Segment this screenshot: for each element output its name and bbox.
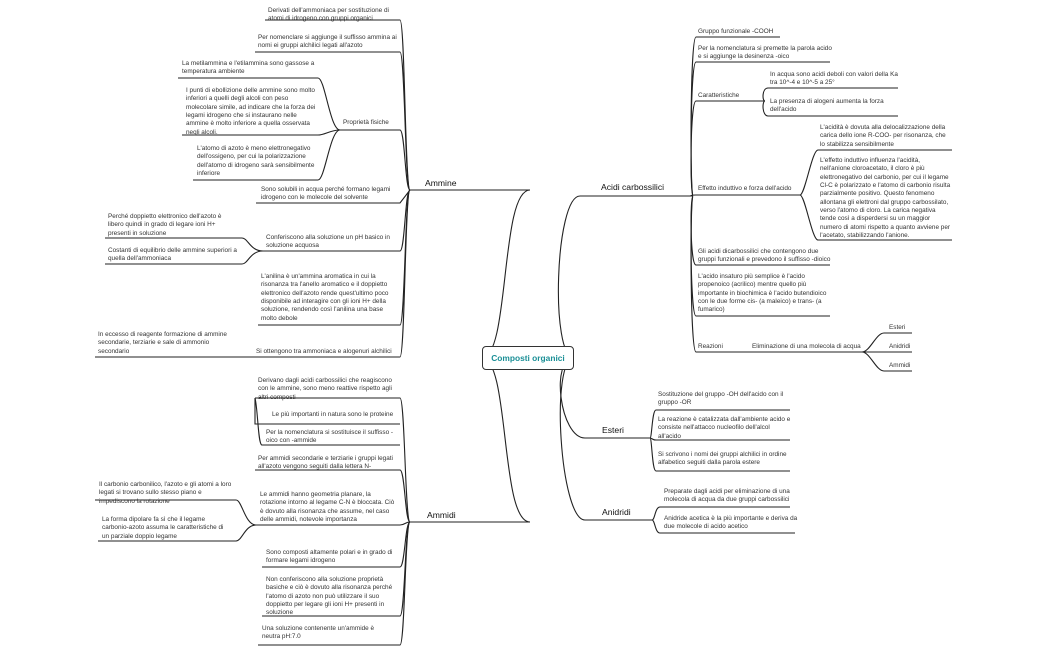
ammidi-node-non-basiche[interactable]: Non conferiscono alla soluzione propriet…	[266, 576, 393, 617]
acidi-node-caratteristiche[interactable]: Caratteristiche	[698, 92, 740, 99]
ammine-node-proprieta-fisiche[interactable]: Proprietà fisiche	[343, 119, 389, 126]
esteri-node-nomi[interactable]: Si scrivono i nomi dei gruppi alchilici …	[658, 451, 787, 467]
acidi-node-alogeni[interactable]: La presenza di alogeni aumenta la forza …	[770, 98, 884, 114]
anidridi-node-anidride-acetica[interactable]: Anidride acetica è la più importante e d…	[664, 515, 798, 531]
acidi-node-delocalizzazione[interactable]: L'acidità è dovuta alla delocalizzazione…	[820, 124, 946, 148]
branch-anidridi[interactable]: Anidridi	[602, 507, 631, 517]
acidi-node-acidi-deboli[interactable]: In acqua sono acidi deboli con valori de…	[770, 71, 898, 87]
ammine-node-punti-ebollizione[interactable]: I punti di ebollizione delle ammine sono…	[186, 87, 316, 136]
acidi-node-eliminazione[interactable]: Eliminazione di una molecola di acqua	[752, 343, 861, 350]
ammine-node-ph-basico[interactable]: Conferiscono alla soluzione un pH basico…	[266, 234, 390, 250]
ammidi-node-polari[interactable]: Sono composti altamente polari e in grad…	[266, 549, 393, 565]
acidi-node-insaturo[interactable]: L'acido insaturo più semplice è l'acido …	[698, 273, 827, 314]
esteri-node-sostituzione[interactable]: Sostituzione del gruppo -OH dell'acido c…	[658, 391, 784, 407]
ammine-node-doppietto[interactable]: Perché doppietto elettronico dell'azoto …	[108, 213, 222, 237]
ammine-node-si-ottengono[interactable]: Si ottengono tra ammoniaca e alogenuri a…	[256, 348, 392, 355]
ammidi-node-neutra[interactable]: Una soluzione contenente un'ammide è neu…	[262, 625, 375, 641]
branch-ammidi[interactable]: Ammidi	[427, 510, 456, 520]
branch-acidi-carbossilici[interactable]: Acidi carbossilici	[601, 182, 665, 192]
ammine-node-nomenclatura[interactable]: Per nomenclare si aggiunge il suffisso a…	[258, 34, 397, 50]
root-node[interactable]: Composti organici	[482, 346, 574, 370]
acidi-node-effetto-induttivo[interactable]: Effetto induttivo e forza dell'acido	[698, 185, 792, 192]
ammine-node-gassose[interactable]: La metilammina e l'etilammina sono gasso…	[182, 60, 315, 76]
ammine-node-solubili[interactable]: Sono solubili in acqua perché formano le…	[261, 186, 391, 202]
ammidi-node-forma-dipolare[interactable]: La forma dipolare fa sì che il legame ca…	[102, 516, 224, 540]
ammine-node-azoto-elettronegativo[interactable]: L'atomo di azoto è meno elettronegativo …	[197, 145, 315, 177]
ammidi-node-carbonio-carbonilico[interactable]: Il carbonio carbonilico, l'azoto e gli a…	[99, 481, 232, 505]
acidi-node-reazioni-esteri[interactable]: Esteri	[889, 324, 906, 331]
ammidi-node-geometria-planare[interactable]: Le ammidi hanno geometria planare, la ro…	[260, 491, 395, 523]
ammine-node-anilina[interactable]: L'anilina è un'ammina aromatica in cui l…	[261, 273, 389, 322]
ammidi-node-secondarie-terziarie[interactable]: Per ammidi secondarie e terziarie i grup…	[258, 455, 393, 471]
branch-ammine[interactable]: Ammine	[425, 178, 457, 188]
ammidi-node-nomenclatura[interactable]: Per la nomenclatura si sostituisce il su…	[266, 429, 394, 445]
acidi-node-reazioni-ammidi[interactable]: Ammidi	[889, 362, 911, 369]
branch-esteri[interactable]: Esteri	[602, 425, 624, 435]
acidi-node-dicarbossilici[interactable]: Gli acidi dicarbossilici che contengono …	[698, 248, 831, 264]
ammine-node-eccesso-reagente[interactable]: In eccesso di reagente formazione di amm…	[98, 331, 227, 355]
ammine-node-costanti[interactable]: Costanti di equilibrio delle ammine supe…	[108, 247, 237, 263]
acidi-node-cloroacetato[interactable]: L'effetto induttivo influenza l'acidità,…	[820, 157, 951, 239]
ammine-node-derivati[interactable]: Derivati dell'ammoniaca per sostituzione…	[268, 7, 389, 23]
ammidi-node-derivano[interactable]: Derivano dagli acidi carbossilici che re…	[258, 377, 392, 401]
ammidi-node-proteine[interactable]: Le più importanti in natura sono le prot…	[272, 411, 394, 418]
acidi-node-reazioni-anidridi[interactable]: Anidridi	[889, 343, 911, 350]
esteri-node-reazione-catalizzata[interactable]: La reazione è catalizzata dall'ambiente …	[658, 416, 791, 440]
acidi-node-nomenclatura[interactable]: Per la nomenclatura si premette la parol…	[698, 45, 832, 61]
acidi-node-gruppo-funzionale[interactable]: Gruppo funzionale -COOH	[698, 28, 774, 35]
anidridi-node-preparate[interactable]: Preparate dagli acidi per eliminazione d…	[664, 488, 790, 504]
acidi-node-reazioni[interactable]: Reazioni	[698, 343, 723, 350]
